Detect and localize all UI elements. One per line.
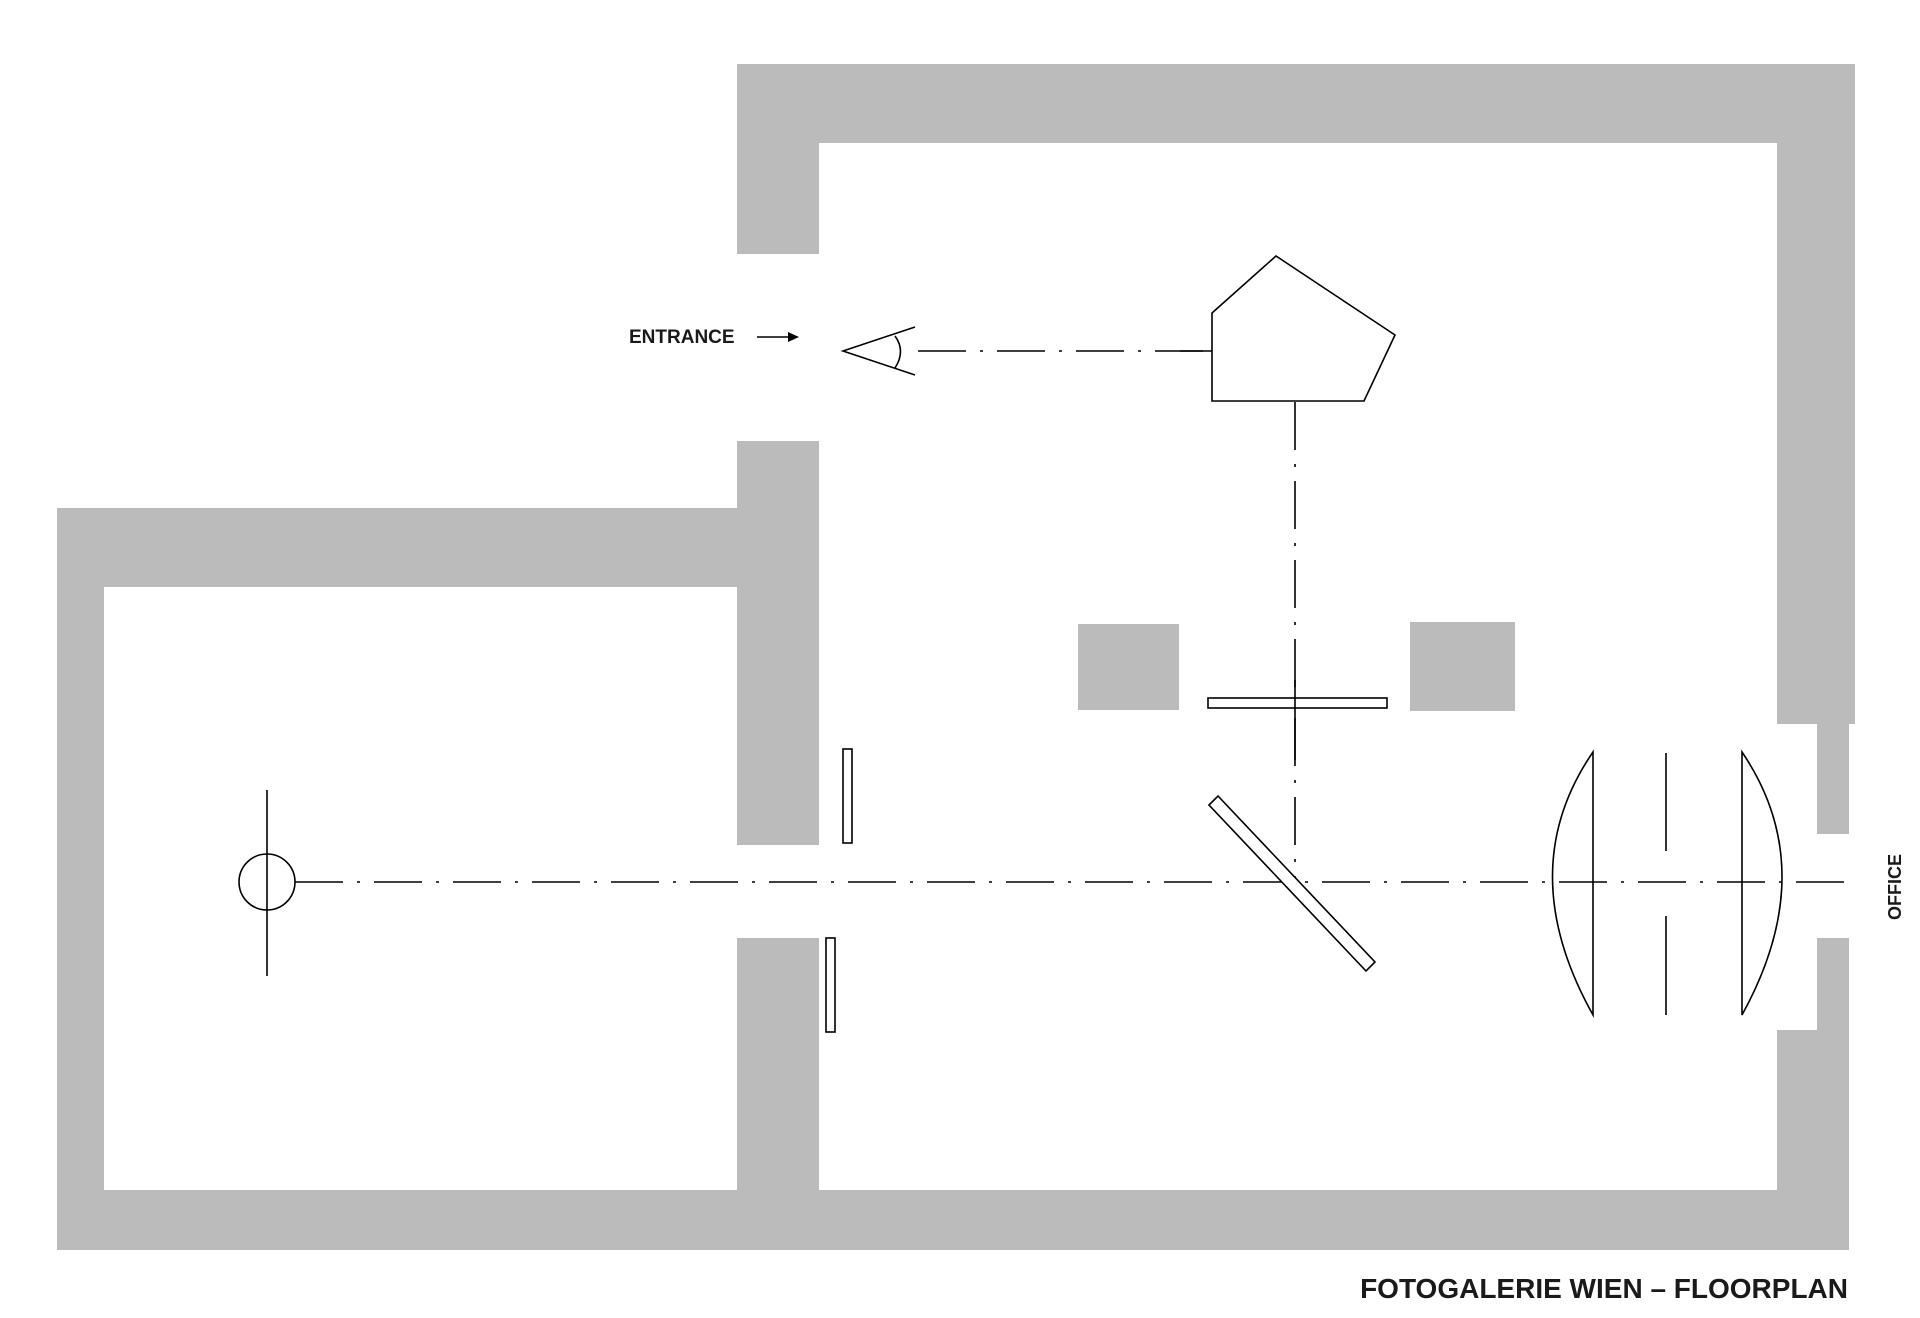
wall-left-room-bottom: [57, 1194, 819, 1250]
optical-axes: [295, 350, 1850, 883]
wall-divider-upper: [737, 441, 819, 845]
focusing-screen: [1207, 697, 1388, 709]
arrow-right-icon: [757, 332, 799, 342]
wall-top: [737, 64, 1855, 143]
lens-icon: [1551, 749, 1783, 1019]
slit-lower: [825, 937, 836, 1033]
wall-right-upper: [1777, 64, 1855, 724]
office-label: OFFICE: [1885, 854, 1905, 920]
wall-left-room-top: [57, 508, 819, 587]
pillar-right: [1410, 622, 1515, 711]
wall-divider-top: [737, 64, 819, 254]
eye-icon: [840, 326, 916, 376]
lamp-icon: [238, 790, 296, 976]
walls: [57, 64, 1855, 1250]
angled-mirror-icon: [1207, 794, 1377, 973]
page-title: FOTOGALERIE WIEN – FLOORPLAN: [1360, 1273, 1848, 1304]
wall-right-notch-lower: [1817, 938, 1849, 1033]
slit-upper: [842, 748, 853, 844]
wall-right-notch-upper: [1817, 724, 1849, 834]
wall-left-room-left: [57, 508, 104, 1250]
camera-body-pentaprism-icon: [1180, 254, 1397, 402]
entrance-label: ENTRANCE: [629, 327, 735, 348]
pillar-left: [1078, 624, 1179, 710]
